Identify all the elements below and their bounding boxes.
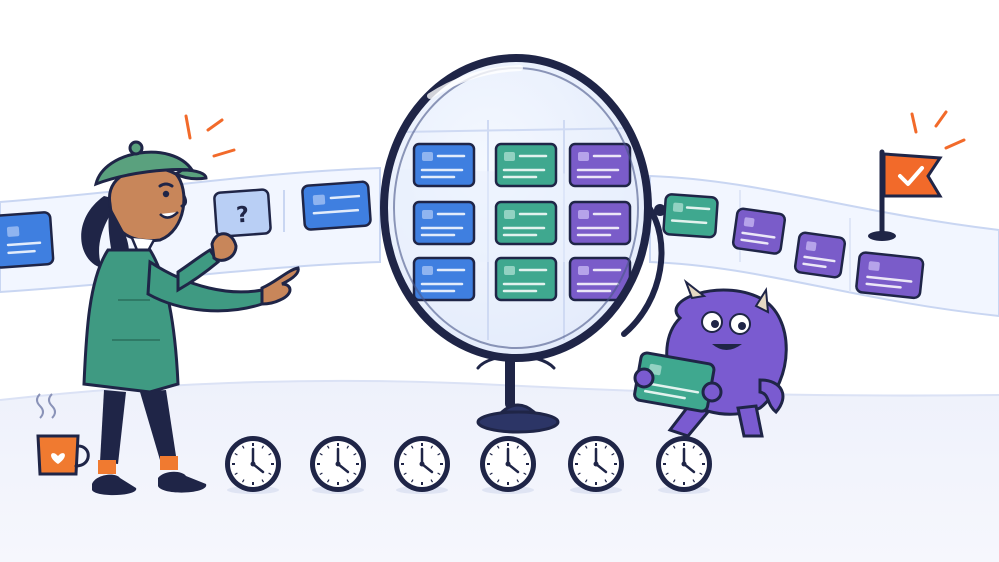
heart-icon (51, 453, 65, 464)
ticket-blue-left-edge (0, 211, 55, 269)
clock-icon (480, 436, 536, 494)
ticket-purple-right-2 (793, 231, 847, 279)
clock-icon (225, 436, 281, 494)
lens-ticket-purple (568, 200, 632, 246)
ticket-green-right (662, 193, 719, 239)
clock-icon (656, 436, 712, 494)
lens-ticket-blue (412, 142, 476, 188)
coffee-mug (36, 393, 90, 476)
clock-icon (394, 436, 450, 494)
lens-ticket-grid (412, 142, 632, 302)
magnifier-lens (380, 54, 652, 362)
exclaim-lines-detective (184, 114, 236, 158)
ticket-blue-belt (301, 180, 372, 231)
exclaim-lines-flag (910, 110, 966, 150)
ticket-purple-right-3 (855, 251, 925, 300)
lens-ticket-green (494, 256, 558, 302)
checkmark-icon (898, 166, 924, 186)
ticket-question: ? (213, 188, 272, 238)
question-mark-glyph: ? (235, 203, 249, 229)
lens-ticket-green (494, 200, 558, 246)
lens-ticket-blue (412, 256, 476, 302)
finish-flag (868, 149, 943, 241)
detective-character (81, 140, 300, 496)
clock-row (225, 436, 712, 494)
magnifier-stand (476, 203, 666, 434)
purple-monster (633, 279, 788, 438)
clock-icon (568, 436, 624, 494)
lens-ticket-green (494, 142, 558, 188)
ticket-purple-right-1 (731, 207, 787, 255)
lens-ticket-blue (412, 200, 476, 246)
clock-icon (310, 436, 366, 494)
lens-ticket-purple (568, 142, 632, 188)
